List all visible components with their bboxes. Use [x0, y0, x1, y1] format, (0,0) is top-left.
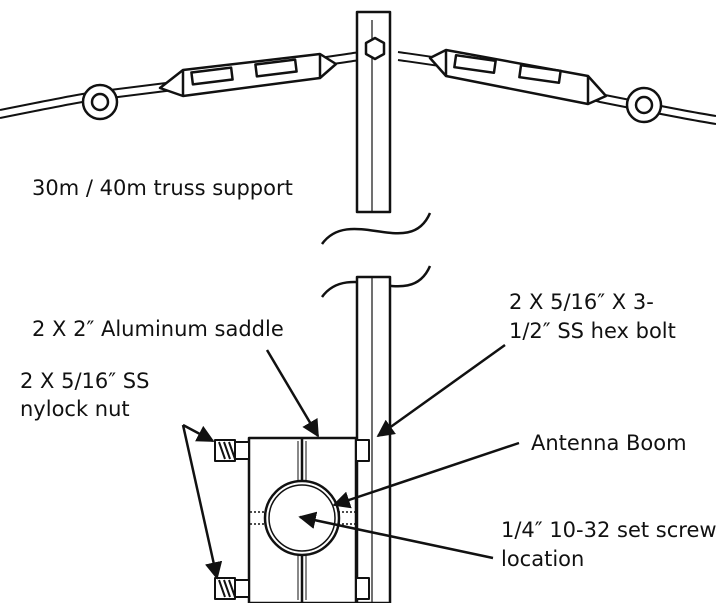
set-screw-holes	[250, 511, 355, 525]
arrow-nut-top	[182, 423, 215, 443]
top-bolt	[214, 439, 370, 462]
arrow-boom	[332, 441, 520, 509]
label-antenna-boom: Antenna Boom	[531, 431, 687, 455]
right-turnbuckle	[428, 48, 608, 106]
left-turnbuckle	[158, 52, 338, 98]
bottom-bolt	[214, 577, 370, 600]
label-nut-line2: nylock nut	[20, 397, 130, 421]
arrow-saddle	[265, 349, 320, 438]
label-set-screw-line2: location	[501, 547, 585, 571]
right-eye-bolt	[625, 86, 663, 124]
left-eye-bolt	[81, 83, 119, 121]
label-hex-bolt-line1: 2 X 5/16″ X 3-	[509, 290, 654, 314]
label-set-screw-line1: 1/4″ 10-32 set screw	[501, 518, 716, 542]
diagram-title: 30m / 40m truss support	[32, 176, 293, 200]
arrow-nut-bottom	[181, 424, 223, 580]
label-hex-bolt-line2: 1/2″ SS hex bolt	[509, 319, 676, 343]
mast-hex-bolt	[364, 36, 386, 61]
arrow-set-screw	[298, 511, 494, 560]
label-saddle: 2 X 2″ Aluminum saddle	[32, 317, 284, 341]
arrow-hex-bolt	[376, 343, 506, 438]
leader-arrows	[181, 343, 520, 580]
label-nut-line1: 2 X 5/16″ SS	[20, 369, 150, 393]
